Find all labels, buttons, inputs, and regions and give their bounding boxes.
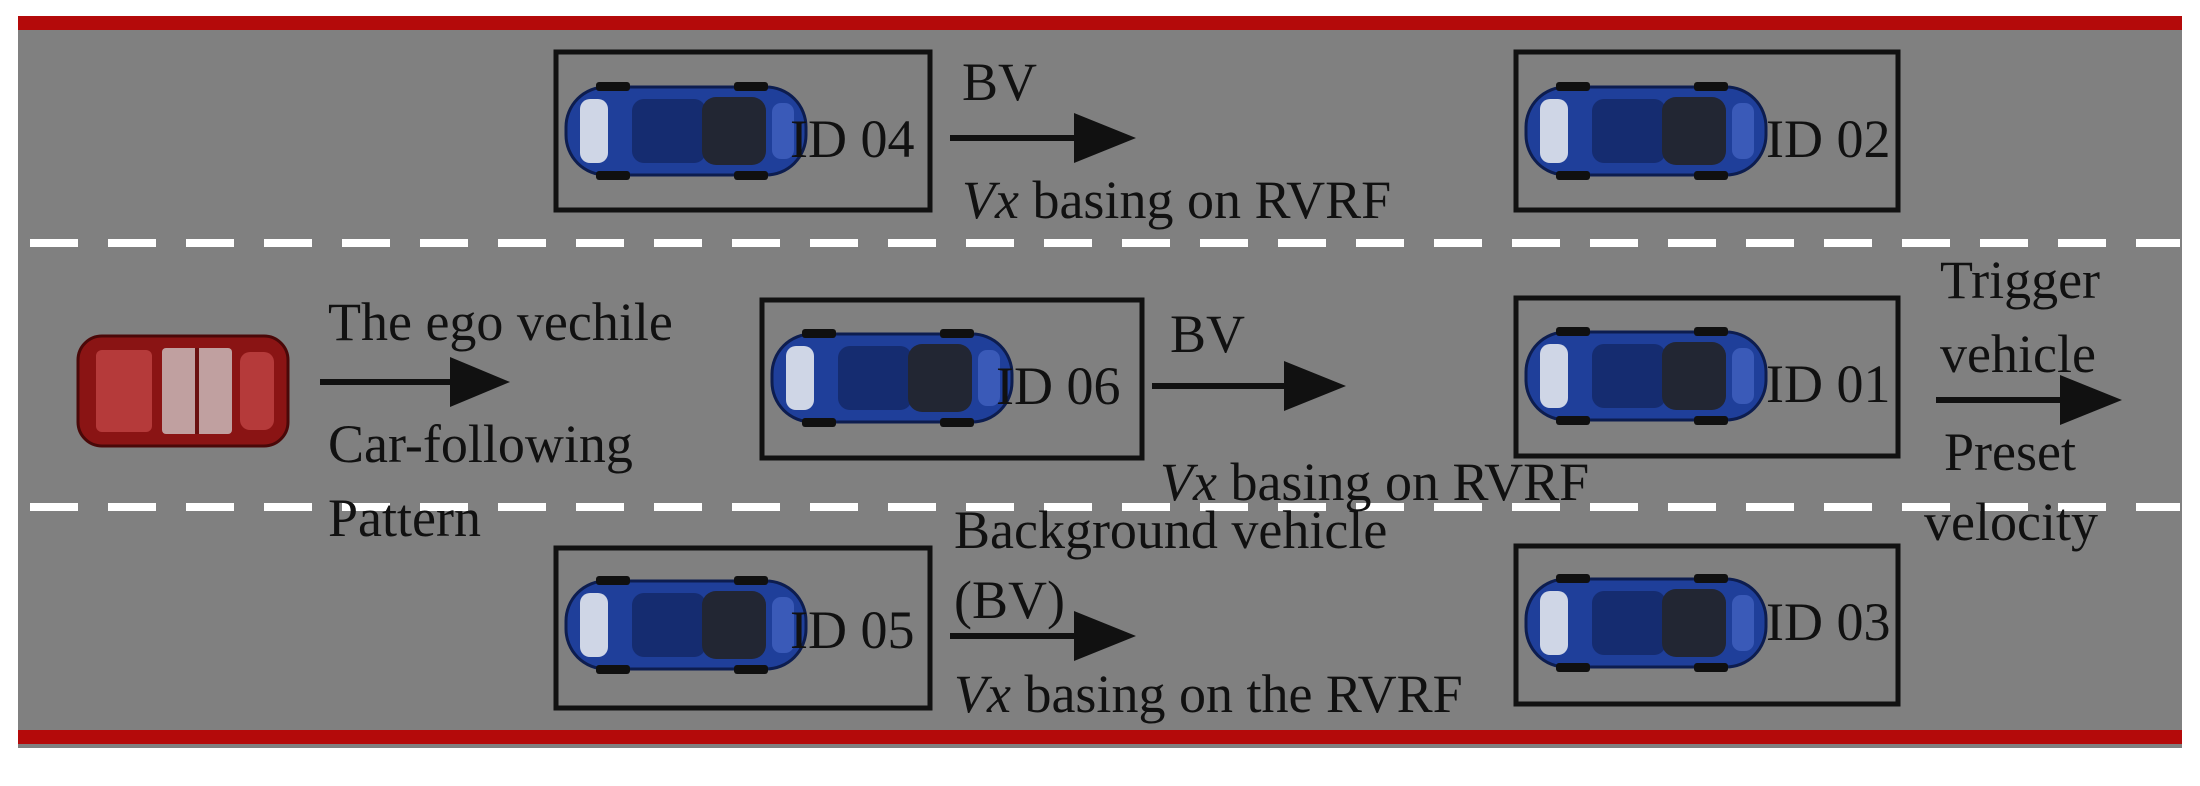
trigger-label: Trigger xyxy=(1940,250,2100,310)
vehicle-box-id02: ID 02 xyxy=(1513,49,1901,213)
vehicle-box-id03: ID 03 xyxy=(1513,543,1901,707)
arrow-bottom xyxy=(950,611,1136,661)
preset-label: Preset xyxy=(1944,422,2076,482)
pattern-label: Pattern xyxy=(328,488,481,548)
vehicle-id-label: ID 06 xyxy=(996,356,1120,416)
velocity-label: velocity xyxy=(1924,492,2098,552)
bottom-edge-line xyxy=(18,730,2182,744)
ego-vehicle xyxy=(76,334,290,448)
vehicle-id-label: ID 03 xyxy=(1766,592,1890,652)
ego-vehicle-label: The ego vechile xyxy=(328,292,673,352)
bv-label-mid: BV xyxy=(1170,304,1245,364)
vx-label-bottom: Vx basing on the RVRF xyxy=(954,664,1463,724)
vehicle-box-id06: ID 06 xyxy=(759,297,1145,461)
arrow-trigger xyxy=(1936,375,2122,425)
car-following-label: Car-following xyxy=(328,414,633,474)
vehicle-id-label: ID 05 xyxy=(790,600,914,660)
ego-arrow xyxy=(320,357,510,407)
vehicle-id-label: ID 04 xyxy=(790,109,914,169)
arrow-top xyxy=(950,113,1136,163)
vehicle-box-id01: ID 01 xyxy=(1513,295,1901,459)
top-edge-line xyxy=(18,16,2182,30)
vehicle-label: vehicle xyxy=(1940,324,2096,384)
vehicle-box-id05: ID 05 xyxy=(553,545,933,711)
vehicle-box-id04: ID 04 xyxy=(553,49,933,213)
arrow-mid xyxy=(1152,361,1346,411)
vehicle-id-label: ID 01 xyxy=(1766,354,1890,414)
vehicle-id-label: ID 02 xyxy=(1766,109,1890,169)
vx-label-top: Vx basing on RVRF xyxy=(962,170,1391,230)
background-vehicle-label: Background vehicle xyxy=(954,500,1387,560)
bv-label-top: BV xyxy=(962,52,1037,112)
bv-abbrev-label: (BV) xyxy=(954,570,1065,630)
vx-label-mid: Vx basing on RVRF xyxy=(1160,452,1589,512)
